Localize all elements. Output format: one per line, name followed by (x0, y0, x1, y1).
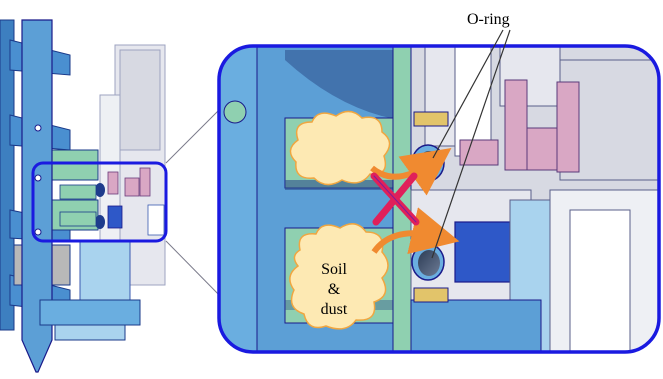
zoom-connector-top (165, 103, 226, 164)
zoom-frame (217, 44, 661, 354)
dust-label-line2: & (328, 281, 341, 298)
dust-cloud-lower (289, 223, 389, 330)
assembly-overview (0, 19, 166, 373)
ingress-arrow-lower (371, 207, 460, 255)
ingress-arrow-upper (370, 147, 452, 196)
zoom-connector-bottom (165, 240, 226, 302)
oring-leader-upper (432, 29, 504, 159)
zoomed-cross-section (219, 46, 659, 352)
dust-cloud-upper (289, 110, 391, 186)
blocked-x-icon (370, 172, 420, 226)
oring-leader-lower (431, 29, 511, 259)
dust-label-line3: dust (321, 301, 348, 318)
highlight-box (31, 161, 168, 243)
oring-label: O-ring (467, 11, 510, 28)
oring-lower (418, 250, 440, 276)
dust-label-line1: Soil (321, 261, 347, 278)
